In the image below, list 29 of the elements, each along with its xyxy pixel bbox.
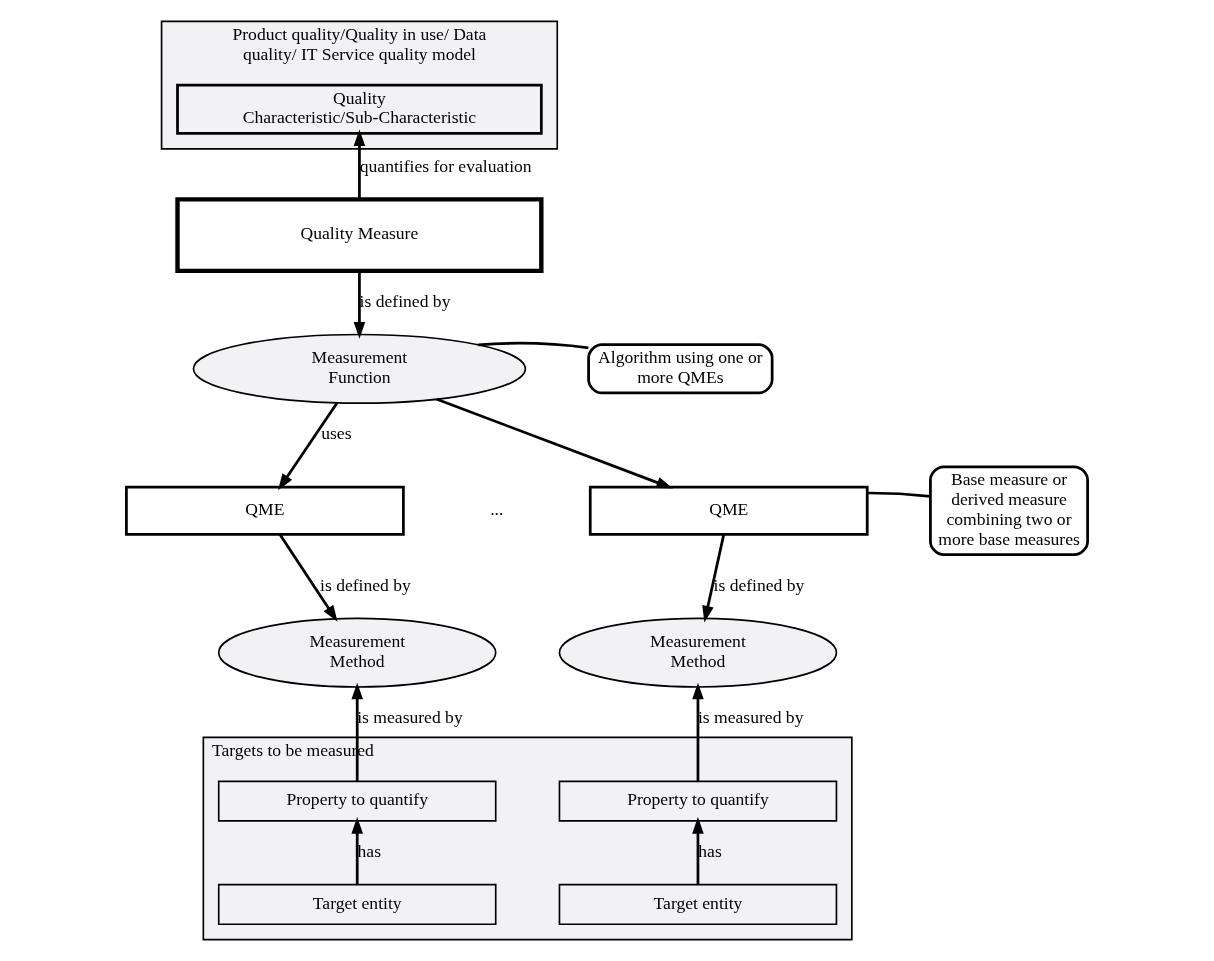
arrow	[351, 817, 363, 885]
connector	[478, 341, 589, 350]
node-box: Quality Measure	[175, 197, 544, 274]
arrow	[702, 534, 726, 623]
node-box: Quality Characteristic/Sub-Characteristic	[176, 83, 543, 135]
node-ellipse: Measurement Method	[217, 617, 497, 688]
node-box: Target entity	[558, 883, 838, 926]
node-ellipse: Measurement Method	[558, 617, 838, 688]
node-box: Base measure or derived measure combining two or more base measures	[929, 465, 1089, 557]
arrow	[692, 682, 704, 782]
node-box: Property to quantify	[558, 780, 838, 822]
node-ellipse: Measurement Function	[192, 333, 527, 404]
arrow	[278, 533, 338, 622]
node-box: QME	[125, 485, 405, 536]
node-box: Target entity	[217, 883, 497, 926]
edge-label: is defined by	[713, 574, 805, 595]
arrow	[353, 129, 366, 200]
arrow	[436, 397, 673, 489]
node-box: Property to quantify	[217, 780, 497, 822]
connector	[867, 491, 931, 498]
arrow	[278, 402, 339, 491]
label: ...	[490, 498, 504, 519]
node-box: Algorithm using one or more QMEs	[587, 343, 774, 395]
edge-label: is defined by	[320, 574, 411, 595]
edge-label: is measured by	[697, 706, 804, 727]
arrow	[692, 817, 704, 885]
edge-label: has	[698, 840, 722, 861]
edge-label: uses	[321, 423, 352, 444]
node-box: QME	[588, 485, 869, 536]
